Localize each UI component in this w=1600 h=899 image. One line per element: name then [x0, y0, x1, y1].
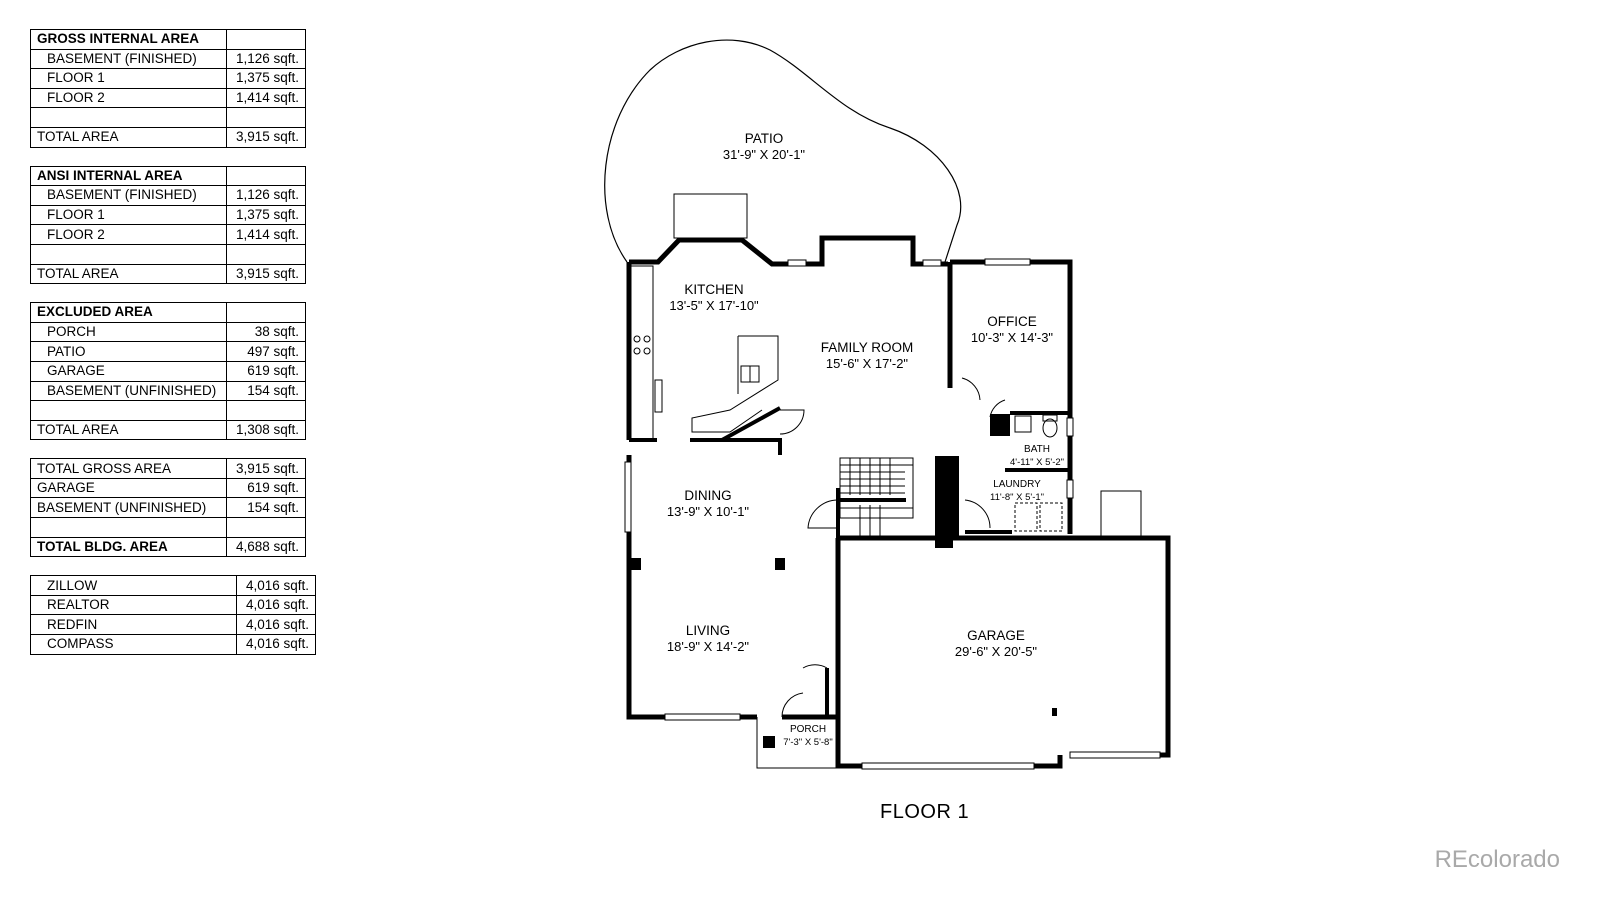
living-name: LIVING	[686, 623, 730, 638]
kitchen-counters	[630, 265, 779, 441]
interior-walls	[629, 406, 1070, 717]
windows	[624, 258, 1161, 770]
laundry-name: LAUNDRY	[993, 479, 1041, 490]
garage-dims: 29'-6" X 20'-5"	[955, 644, 1038, 659]
patio-name: PATIO	[745, 131, 784, 146]
laundry-dims: 11'-8" X 5'-1"	[990, 492, 1044, 503]
bath-laundry-fixtures	[1014, 414, 1063, 532]
room-labels: PATIO 31'-9" X 20'-1" KITCHEN 13'-5" X 1…	[667, 131, 1064, 748]
patio-dims: 31'-9" X 20'-1"	[723, 147, 806, 162]
spacer-row	[30, 517, 306, 538]
kitchen-dims: 13'-5" X 17'-10"	[669, 298, 759, 313]
kitchen-name: KITCHEN	[684, 282, 743, 297]
bath-name: BATH	[1024, 444, 1050, 455]
family-room-dims: 15'-6" X 17'-2"	[826, 356, 909, 371]
porch-dims: 7'-3" X 5'-8"	[783, 737, 832, 748]
table-title: ANSI INTERNAL AREA	[30, 165, 227, 187]
office-dims: 10'-3" X 14'-3"	[971, 330, 1054, 345]
door-swings	[779, 377, 1006, 718]
staircase	[839, 457, 914, 536]
living-dims: 18'-9" X 14'-2"	[667, 639, 750, 654]
table-row: BASEMENT (FINISHED)1,126 sqft.	[30, 48, 306, 70]
bay-window-box	[673, 193, 748, 239]
ansi-internal-area-table: ANSI INTERNAL AREA BASEMENT (FINISHED)1,…	[30, 165, 306, 285]
office-name: OFFICE	[987, 314, 1037, 329]
bath-dims: 4'-11" X 5'-2"	[1010, 457, 1064, 468]
porch-outline	[756, 490, 1142, 769]
porch-name: PORCH	[790, 724, 826, 735]
family-room-name: FAMILY ROOM	[821, 340, 914, 355]
dining-name: DINING	[684, 488, 731, 503]
watermark-logo: REcolorado	[1434, 846, 1560, 873]
area-tables: GROSS INTERNAL AREA BASEMENT (FINISHED)1…	[30, 29, 316, 673]
gross-internal-area-table: GROSS INTERNAL AREA BASEMENT (FINISHED)1…	[30, 29, 306, 148]
patio-outline	[604, 39, 962, 263]
structural-blocks	[629, 414, 1057, 748]
garage-name: GARAGE	[967, 628, 1025, 643]
floor-label: FLOOR 1	[880, 801, 970, 823]
dining-dims: 13'-9" X 10'-1"	[667, 504, 750, 519]
